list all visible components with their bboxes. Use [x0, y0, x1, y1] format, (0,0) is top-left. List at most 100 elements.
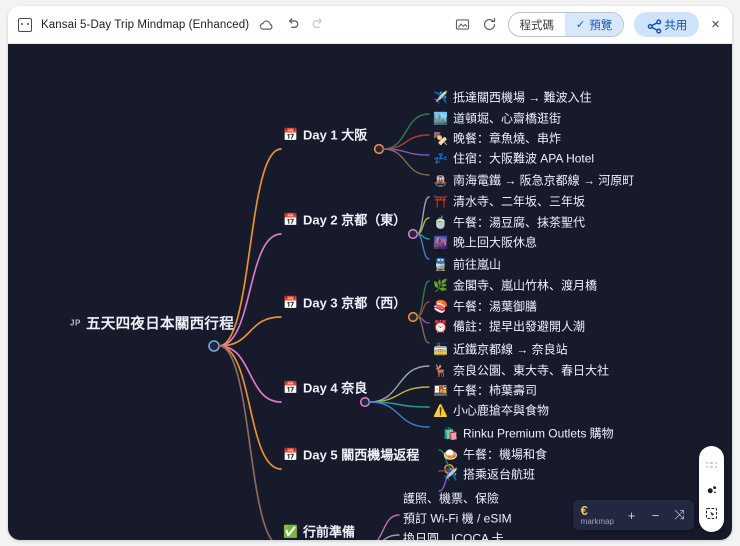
close-icon[interactable]: × [711, 16, 720, 33]
document-title: Kansai 5-Day Trip Mindmap (Enhanced) [41, 18, 250, 31]
toolbar-left-group: Kansai 5-Day Trip Mindmap (Enhanced) [18, 16, 327, 33]
leaf-node-2-3[interactable]: 🍵 午餐：湯豆腐、抹茶聖代 [433, 214, 585, 231]
node-emoji: ✈️ [433, 90, 448, 104]
leaf-node-5-3[interactable]: ✈️ 搭乘返台航班 [443, 466, 535, 483]
node-label: 金閣寺、嵐山竹林、渡月橋 [452, 278, 597, 293]
node-label: 抵達關西機場 → 難波入住 [452, 90, 592, 105]
top-toolbar: Kansai 5-Day Trip Mindmap (Enhanced) [8, 6, 732, 44]
node-emoji: 🍢 [433, 131, 448, 145]
branch-node-5[interactable]: 📅 Day 5 關西機場返程 [283, 445, 419, 464]
leaf-node-3-4[interactable]: ⏰備註：提早出發避開人潮 [433, 318, 585, 335]
leaf-node-5-1[interactable]: 🛍️Rinku Premium Outlets 購物 [443, 425, 614, 442]
markmap-brand-label: markmap [580, 516, 614, 526]
grid-dots-icon[interactable] [704, 458, 719, 473]
leaf-node-4-3[interactable]: 🍱 午餐：柿葉壽司 [433, 382, 537, 399]
node-emoji: ✅ [283, 524, 298, 538]
node-label: Day 2 京都（東） [302, 212, 407, 228]
leaf-node-2-1[interactable]: 🚇 南海電鐵 → 阪急京都線 → 河原町 [433, 172, 634, 189]
node-label: 晚上回大阪休息 [452, 235, 537, 250]
refresh-icon[interactable] [481, 16, 498, 33]
node-label: 住宿：大阪難波 APA Hotel [452, 151, 595, 166]
markmap-toolbar: € markmap + − ⤨ [572, 500, 694, 530]
share-button-label: 共用 [664, 19, 688, 32]
document-icon [18, 17, 32, 32]
node-emoji: 🚇 [433, 173, 448, 187]
leaf-node-3-2[interactable]: 🌿 金閣寺、嵐山竹林、渡月橋 [433, 277, 597, 294]
leaf-node-3-1[interactable]: 🚆前往嵐山 [433, 256, 501, 273]
node-label: 清水寺、二年坂、三年坂 [452, 194, 585, 209]
node-label: 護照、機票、保險 [403, 491, 500, 506]
share-button[interactable]: 共用 [634, 12, 700, 37]
node-emoji: 🚆 [433, 257, 448, 271]
fit-view-button[interactable]: ⤨ [674, 507, 685, 522]
node-emoji: 🍵 [433, 215, 448, 229]
tab-code[interactable]: 程式碼 [509, 13, 566, 36]
branch-node-1[interactable]: 📅Day 1 大阪 [283, 125, 367, 144]
leaf-node-1-4[interactable]: 💤 住宿：大阪難波 APA Hotel [433, 150, 594, 167]
markmap-logo-icon: € [580, 502, 588, 518]
zoom-in-button[interactable]: + [627, 507, 636, 523]
node-label: Day 5 關西機場返程 [302, 447, 420, 463]
node-label: 午餐：柿葉壽司 [452, 383, 537, 398]
branch-node-3[interactable]: 📅Day 3 京都（西） [283, 293, 406, 312]
node-emoji: 💤 [433, 151, 448, 165]
leaf-node-1-3[interactable]: 🍢 晚餐：章魚燒、串炸 [433, 130, 561, 147]
sparkle-icon[interactable] [704, 482, 719, 497]
toolbar-right-group: 程式碼 ✓ 預覽 共用 × [454, 12, 722, 37]
node-label: Day 1 大阪 [302, 127, 368, 143]
node-label: 晚餐：章魚燒、串炸 [452, 131, 561, 146]
node-label: 換日圓、ICOCA 卡 [403, 531, 504, 541]
node-emoji: ⚠️ [433, 403, 448, 417]
node-label: Rinku Premium Outlets 購物 [462, 426, 614, 441]
node-label: Day 3 京都（西） [302, 295, 407, 311]
markmap-brand: € markmap [580, 502, 614, 526]
mindmap-links [208, 113, 455, 540]
node-label: 午餐：機場和食 [462, 447, 547, 462]
leaf-node-5-2[interactable]: 🍛午餐：機場和食 [443, 446, 547, 463]
node-emoji: 📅 [283, 447, 298, 461]
node-label: 南海電鐵 → 阪急京都線 → 河原町 [452, 173, 635, 188]
node-emoji: ✈️ [443, 467, 458, 481]
node-emoji: 🍱 [433, 383, 448, 397]
zoom-out-button[interactable]: − [651, 507, 660, 523]
node-emoji: ⛩️ [433, 194, 448, 208]
branch-node-6[interactable]: ✅行前準備 [283, 522, 355, 541]
node-emoji: 🏙️ [433, 111, 448, 125]
image-icon[interactable] [454, 16, 471, 33]
node-label: 午餐：湯豆腐、抹茶聖代 [452, 215, 585, 230]
leaf-node-6-2[interactable]: 預訂 Wi-Fi 機 / eSIM [403, 510, 512, 527]
view-mode-segmented-control: 程式碼 ✓ 預覽 [507, 12, 625, 37]
branch-node-4[interactable]: 📅 Day 4 奈良 [283, 378, 367, 397]
leaf-node-1-1[interactable]: ✈️ 抵達關西機場 → 難波入住 [433, 89, 592, 106]
leaf-node-3-3[interactable]: 🍣午餐：湯葉御膳 [433, 298, 537, 315]
leaf-node-4-1[interactable]: 🚋 近鐵京都線 → 奈良站 [433, 341, 568, 358]
node-label: 搭乘返台航班 [462, 467, 535, 482]
node-emoji: 🚋 [433, 342, 448, 356]
redo-icon[interactable] [310, 16, 327, 33]
node-label: 奈良公園、東大寺、春日大社 [452, 363, 609, 378]
leaf-node-2-2[interactable]: ⛩️ 清水寺、二年坂、三年坂 [433, 193, 585, 210]
node-label: 近鐵京都線 → 奈良站 [452, 342, 568, 357]
leaf-node-4-4[interactable]: ⚠️小心鹿搶夲與食物 [433, 402, 549, 419]
leaf-node-6-3[interactable]: 換日圓、ICOCA 卡 [403, 530, 504, 541]
check-icon: ✓ [576, 19, 586, 31]
leaf-node-1-2[interactable]: 🏙️道頓堀、心齋橋逛街 [433, 110, 561, 127]
leaf-node-2-4[interactable]: 🌆晚上回大阪休息 [433, 234, 537, 251]
node-emoji: 🌿 [433, 278, 448, 292]
tab-code-label: 程式碼 [519, 19, 555, 32]
node-label: Day 4 奈良 [302, 380, 368, 396]
node-emoji: 🍣 [433, 299, 448, 313]
leaf-node-6-1[interactable]: 護照、機票、保險 [403, 490, 499, 507]
node-emoji: 📅 [283, 380, 298, 394]
branch-node-2[interactable]: 📅Day 2 京都（東） [283, 210, 406, 229]
tab-preview-label: 預覽 [589, 19, 613, 32]
selection-icon[interactable] [704, 506, 719, 521]
leaf-node-4-2[interactable]: 🦌奈良公園、東大寺、春日大社 [433, 362, 609, 379]
cloud-icon[interactable] [258, 16, 275, 33]
tab-preview[interactable]: ✓ 預覽 [565, 13, 624, 36]
app-window: Kansai 5-Day Trip Mindmap (Enhanced) [8, 6, 732, 540]
undo-icon[interactable] [284, 16, 301, 33]
